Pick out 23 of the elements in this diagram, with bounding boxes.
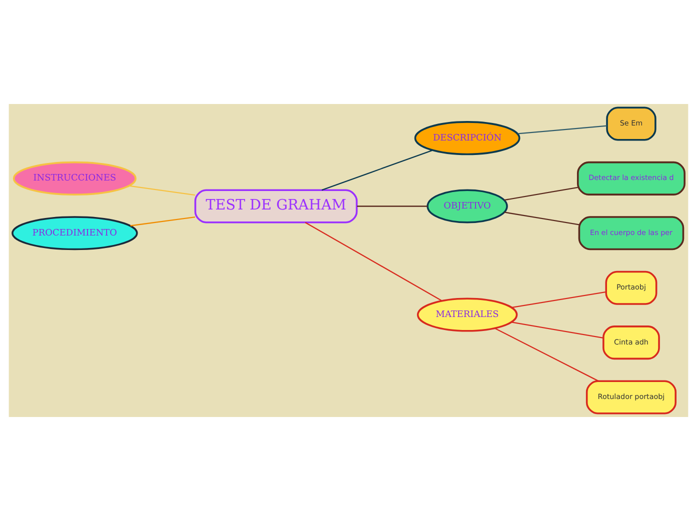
connector <box>128 184 196 196</box>
node-ellipse: PROCEDIMIENTO <box>12 216 138 250</box>
node-ellipse: MATERIALES <box>416 297 518 332</box>
connector <box>357 205 428 206</box>
connector <box>305 221 442 301</box>
node-ellipse: DESCRIPCIÓN <box>414 120 520 155</box>
node-box: Portaobj <box>605 270 658 304</box>
node-box: TEST DE GRAHAM <box>194 188 358 223</box>
connector <box>512 290 606 308</box>
node-box: En el cuerpo de las per <box>578 216 684 250</box>
connector <box>494 327 599 382</box>
connector <box>518 124 607 134</box>
node-ellipse: OBJETIVO <box>426 188 508 223</box>
connector <box>504 186 578 200</box>
node-box: Rotulador portaobj <box>586 380 677 414</box>
connector <box>504 211 580 225</box>
connector <box>322 149 433 190</box>
connector <box>512 321 604 338</box>
node-box: Se Em <box>606 106 656 140</box>
connector <box>130 216 196 226</box>
node-box: Cinta adh <box>602 325 660 360</box>
node-box: Detectar la existencia d <box>576 160 686 195</box>
node-ellipse: INSTRUCCIONES <box>12 160 136 195</box>
